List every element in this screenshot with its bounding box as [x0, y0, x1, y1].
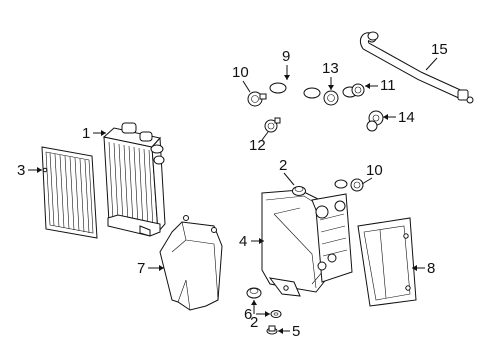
part-12-clamp: [264, 117, 281, 133]
callout-3: 3: [17, 162, 42, 179]
part-2-grommet-lower: [246, 287, 262, 299]
callout-1-label: 1: [82, 125, 90, 142]
callout-15: 15: [425, 41, 448, 71]
part-1-radiator: [102, 122, 166, 237]
callout-2-upper-label: 2: [279, 157, 287, 174]
callout-14-label: 14: [398, 109, 415, 126]
callout-10-upper-label: 10: [232, 64, 249, 81]
callout-5-label: 5: [292, 323, 300, 340]
callout-13: 13: [322, 60, 339, 90]
part-6-washer: [270, 310, 282, 318]
part-10-clamp-lower: [350, 178, 364, 192]
callout-10-lower: 10: [361, 162, 383, 185]
callout-12: 12: [249, 131, 269, 154]
callout-6-label: 6: [244, 306, 252, 323]
callout-2-upper: 2: [279, 157, 295, 186]
callout-11: 11: [365, 77, 396, 94]
callout-4-label: 4: [239, 233, 247, 250]
callout-8-label: 8: [427, 260, 435, 277]
callout-12-label: 12: [249, 137, 266, 154]
part-3-grille: [41, 146, 98, 239]
part-13-clamp: [323, 90, 339, 106]
part-14-clamp: [366, 110, 384, 132]
part-8-heat-shield: [357, 217, 417, 307]
part-15-pipe: [359, 31, 474, 104]
callout-14: 14: [383, 109, 415, 126]
callout-5: 5: [278, 323, 300, 340]
callout-8: 8: [412, 260, 435, 277]
part-11-clamp: [351, 83, 365, 97]
callout-13-label: 13: [322, 60, 339, 77]
callout-2-lower-label: 2: [250, 314, 258, 331]
callout-7-label: 7: [137, 260, 145, 277]
callout-2-lower: 2: [250, 300, 258, 331]
part-7-air-duct: [159, 215, 223, 311]
part-5-bolt: [266, 325, 278, 335]
part-2-grommet-upper: [292, 186, 306, 196]
callout-4: 4: [239, 233, 264, 250]
callout-15-label: 15: [431, 41, 448, 58]
callout-11-label: 11: [380, 77, 396, 94]
callout-9: 9: [282, 48, 290, 80]
part-4-cooler-bracket: [261, 189, 353, 297]
callout-1: 1: [82, 125, 106, 142]
callout-10-lower-label: 10: [366, 162, 383, 179]
callout-3-label: 3: [17, 162, 25, 179]
callout-7: 7: [137, 260, 164, 277]
part-10-clamp-upper: [247, 91, 267, 107]
callout-10-upper: 10: [232, 64, 251, 93]
callout-6: 6: [244, 306, 270, 323]
callout-9-label: 9: [282, 48, 290, 65]
